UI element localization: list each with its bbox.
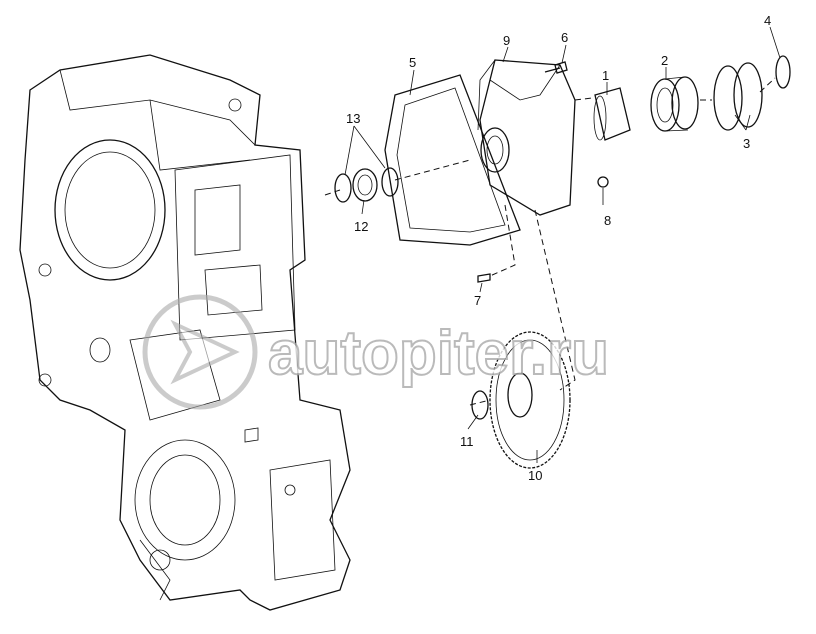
watermark-text: autopiter.ru xyxy=(268,319,609,388)
snap-rings-part-3 xyxy=(713,62,763,131)
pin-part-7 xyxy=(477,273,491,283)
callout-12: 12 xyxy=(354,219,368,234)
callout-9: 9 xyxy=(503,33,510,48)
callout-11: 11 xyxy=(460,434,474,449)
callout-3: 3 xyxy=(743,136,750,151)
callout-4: 4 xyxy=(764,13,771,28)
callout-10: 10 xyxy=(528,468,542,483)
callout-5: 5 xyxy=(409,55,416,70)
bolt-part-6 xyxy=(544,61,568,74)
snap-ring-part-4 xyxy=(775,55,791,89)
bearing-part-2 xyxy=(650,76,699,132)
callout-13: 13 xyxy=(346,111,360,126)
callout-1: 1 xyxy=(602,68,609,83)
shaft-part-1 xyxy=(593,87,631,141)
rings-part-13 xyxy=(334,167,399,203)
callout-7: 7 xyxy=(474,293,481,308)
ring-part-11 xyxy=(471,390,489,420)
plug-part-8 xyxy=(597,176,609,188)
leader-lines xyxy=(344,26,781,463)
callout-2: 2 xyxy=(661,53,668,68)
assembly-lines xyxy=(324,77,776,406)
watermark-logo xyxy=(142,294,258,410)
callout-8: 8 xyxy=(604,213,611,228)
bearing-part-12 xyxy=(352,168,378,202)
callout-6: 6 xyxy=(561,30,568,45)
gasket-part-5 xyxy=(384,74,521,246)
transmission-housing xyxy=(19,54,351,611)
